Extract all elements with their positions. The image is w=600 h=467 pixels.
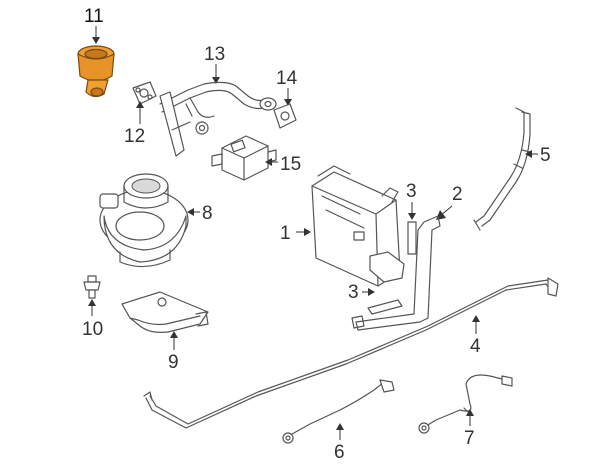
callout-10: 10 xyxy=(82,319,103,340)
callout-14: 14 xyxy=(276,68,298,89)
part-5-vent-hose[interactable]: 5 xyxy=(473,107,551,231)
callout-1: 1 xyxy=(280,223,291,244)
callout-3-upper: 3 xyxy=(406,181,417,202)
callout-9: 9 xyxy=(168,352,179,373)
part-8-air-pump[interactable]: 8 xyxy=(99,173,213,268)
callout-15: 15 xyxy=(280,154,301,175)
callout-11: 11 xyxy=(84,6,104,27)
part-11-air-valve[interactable]: 11 xyxy=(77,6,115,98)
part-14-gasket[interactable]: 14 xyxy=(273,68,298,129)
part-3-pad-lower[interactable]: 3 xyxy=(348,282,403,315)
part-6-sensor[interactable]: 6 xyxy=(282,379,395,463)
callout-5: 5 xyxy=(540,145,551,166)
part-15-solenoid[interactable]: 15 xyxy=(211,135,301,181)
callout-13: 13 xyxy=(204,44,225,65)
part-9-bracket[interactable]: 9 xyxy=(121,291,209,373)
part-12-gasket[interactable]: 12 xyxy=(124,81,157,147)
callout-2: 2 xyxy=(452,184,463,205)
callout-4: 4 xyxy=(470,336,481,357)
part-4-vapor-line[interactable]: 4 xyxy=(143,277,559,429)
part-10-bolt[interactable]: 10 xyxy=(82,275,103,340)
part-3-pad-upper[interactable]: 3 xyxy=(406,181,417,255)
part-7-sensor[interactable]: 7 xyxy=(418,374,513,449)
callout-8: 8 xyxy=(202,203,213,224)
callout-6: 6 xyxy=(334,442,345,463)
part-13-air-pipe[interactable]: 13 xyxy=(159,44,277,157)
callout-12: 12 xyxy=(124,126,145,147)
part-2-bracket[interactable]: 2 xyxy=(351,184,463,331)
callout-7: 7 xyxy=(464,428,475,449)
callout-3-lower: 3 xyxy=(348,282,359,303)
part-1-canister[interactable]: 1 xyxy=(280,165,405,287)
